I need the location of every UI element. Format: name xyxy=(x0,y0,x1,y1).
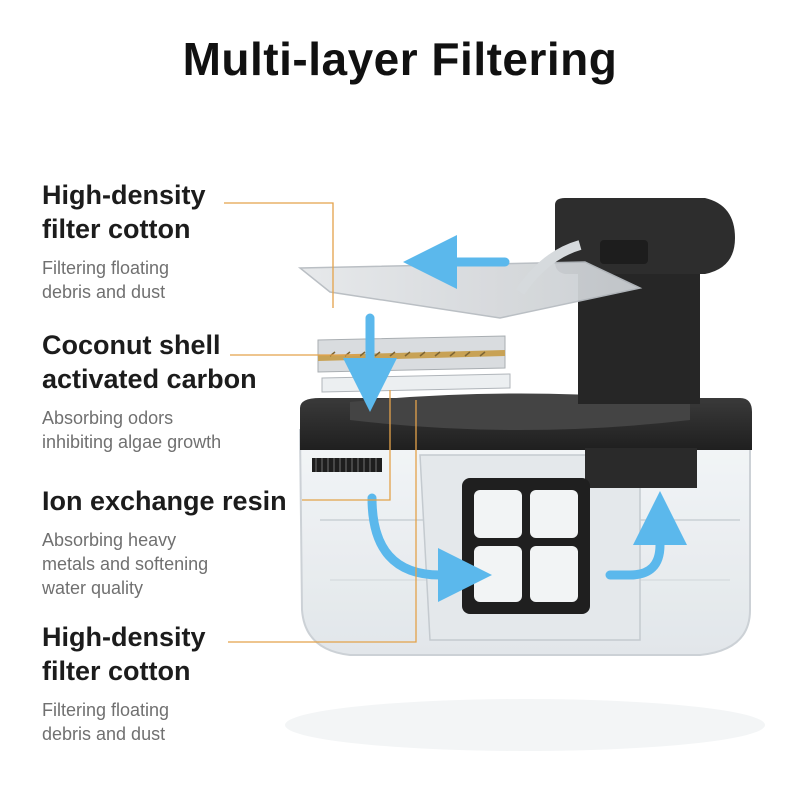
layer-label-carbon: Coconut shell activated carbon Absorbing… xyxy=(42,328,257,454)
layer-description: Filtering floating debris and dust xyxy=(42,258,170,302)
layer-heading: High-density filter cotton xyxy=(42,622,206,686)
layer-label-bottom-cotton: High-density filter cotton Filtering flo… xyxy=(42,620,206,746)
layer-heading: Ion exchange resin xyxy=(42,486,287,516)
layer-description: Absorbing odors inhibiting algae growth xyxy=(42,408,222,452)
layer-label-top-cotton: High-density filter cotton Filtering flo… xyxy=(42,178,206,304)
leader-lines xyxy=(224,202,417,643)
flow-arrow-icon xyxy=(343,235,687,602)
layer-heading: Coconut shell activated carbon xyxy=(42,330,257,394)
layer-heading: High-density filter cotton xyxy=(42,180,206,244)
layer-label-resin: Ion exchange resin Absorbing heavy metal… xyxy=(42,484,287,600)
square-filter-cartridge xyxy=(462,478,590,614)
layer-description: Absorbing heavy metals and softening wat… xyxy=(42,530,209,598)
page-title: Multi-layer Filtering xyxy=(182,33,618,85)
filter-stack xyxy=(297,240,643,393)
layer-description: Filtering floating debris and dust xyxy=(42,700,170,744)
